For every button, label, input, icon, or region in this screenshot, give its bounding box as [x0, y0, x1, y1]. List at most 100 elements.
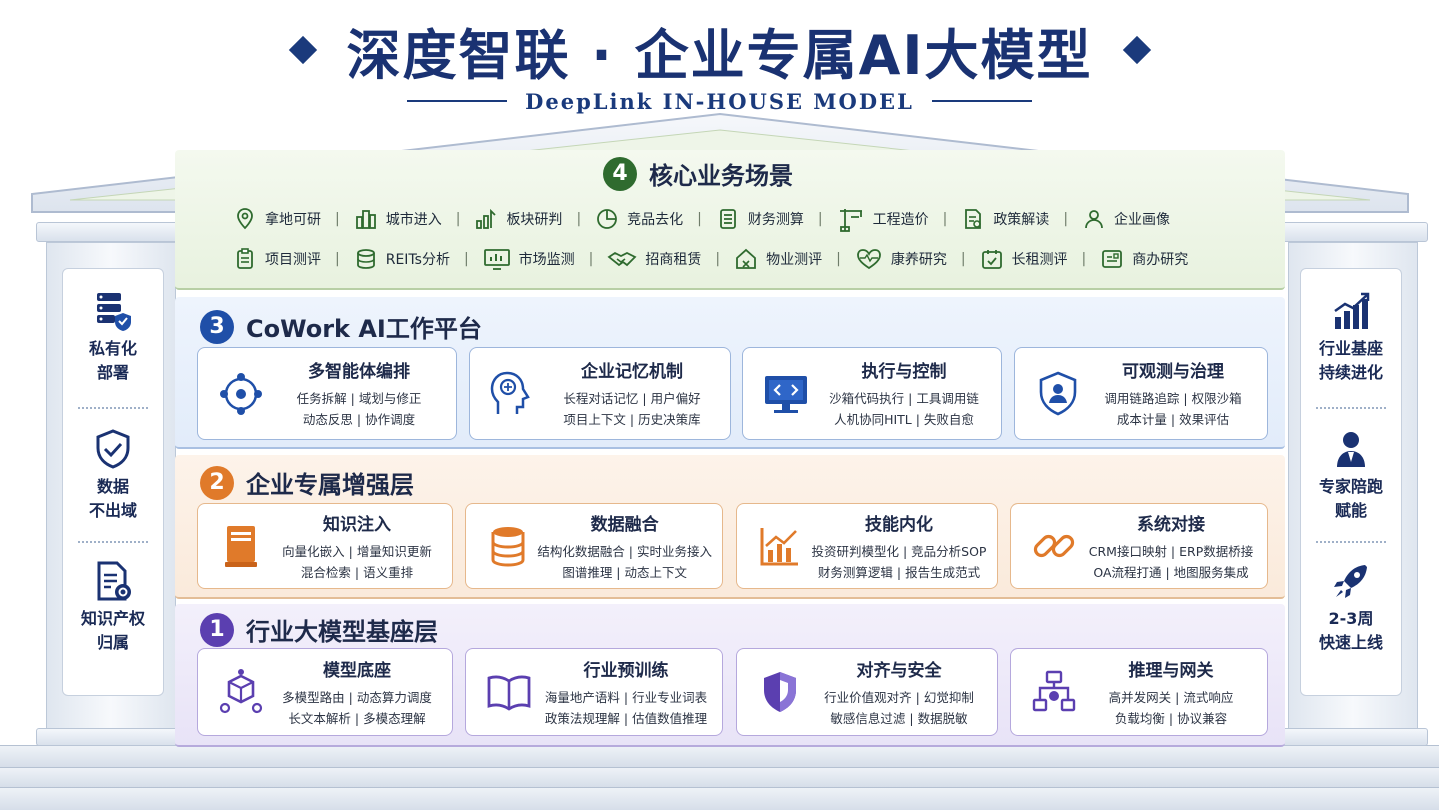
scenario-label: 竞品去化: [627, 212, 684, 228]
card-detail: 敏感信息过滤 | 数据脱敏: [830, 710, 968, 726]
scenario-item[interactable]: 市场监测: [483, 247, 575, 271]
feature-card[interactable]: 模型底座 多模型路由 | 动态算力调度 长文本解析 | 多模态理解: [197, 648, 453, 736]
dotted-divider: [78, 407, 148, 409]
feature-card[interactable]: 对齐与安全 行业价值观对齐 | 幻觉抑制 敏感信息过滤 | 数据脱敏: [736, 648, 998, 736]
feature-card[interactable]: 技能内化 投资研判模型化 | 竞品分析SOP 财务测算逻辑 | 报告生成范式: [736, 503, 998, 589]
feature-card[interactable]: 数据融合 结构化数据融合 | 实时业务接入 图谱推理 | 动态上下文: [465, 503, 723, 589]
layer-cowork-platform: 3 CoWork AI工作平台 多智能体编排 任务拆解 | 域划与修正 动态反思…: [175, 297, 1285, 449]
card-detail: 长文本解析 | 多模态理解: [288, 710, 426, 726]
scenario-item[interactable]: 财务测算: [716, 207, 804, 231]
base-step: [0, 767, 1439, 787]
scenario-label: 项目测评: [265, 252, 321, 268]
scenario-row: 项目测评 | REITs分析 | 市场监测 | 招商租赁 | 物业测评 | 康养…: [233, 247, 1188, 271]
brain-head-icon: [490, 371, 530, 414]
left-pillar-item: 数据 不出域: [63, 427, 163, 523]
layer-number-badge: 1: [200, 612, 234, 647]
subtitle-bar: DeepLink IN-HOUSE MODEL: [0, 86, 1439, 116]
feature-card[interactable]: 执行与控制 沙箱代码执行 | 工具调用链 人机协同HITL | 失败自愈: [742, 347, 1002, 440]
multi-agent-icon: [220, 372, 262, 415]
card-detail: 人机协同HITL | 失败自愈: [834, 412, 974, 427]
card-title: 行业预训练: [583, 660, 669, 681]
growth-chart-icon: [1334, 292, 1370, 329]
scenario-item[interactable]: 商办研究: [1100, 247, 1188, 271]
layer-title-text: 核心业务场景: [649, 162, 793, 190]
scenario-item[interactable]: 招商租赁: [607, 247, 701, 271]
scenario-item[interactable]: 板块研判: [474, 207, 562, 231]
feature-card[interactable]: 推理与网关 高并发网关 | 流式响应 负载均衡 | 协议兼容: [1010, 648, 1268, 736]
left-pillar-item: 私有化 部署: [63, 289, 163, 385]
feature-card[interactable]: 行业预训练 海量地产语料 | 行业专业词表 政策法规理解 | 估值数值推理: [465, 648, 723, 736]
scenario-item[interactable]: 政策解读: [961, 207, 1049, 231]
scenario-label: 拿地可研: [265, 212, 321, 228]
dotted-divider: [1316, 407, 1386, 409]
right-pillar-base: [1278, 728, 1428, 746]
card-detail: OA流程打通 | 地图服务集成: [1093, 564, 1249, 580]
card-title: 执行与控制: [861, 362, 947, 382]
scenario-item[interactable]: 项目测评: [233, 247, 321, 271]
card-title: 模型底座: [323, 660, 391, 681]
pie-chart-icon: [597, 209, 618, 229]
separator: |: [588, 251, 594, 267]
feature-card[interactable]: 系统对接 CRM接口映射 | ERP数据桥接 OA流程打通 | 地图服务集成: [1010, 503, 1268, 589]
separator: |: [697, 211, 702, 227]
divider-line: [407, 100, 508, 102]
calculator-icon: [719, 209, 736, 229]
card-detail: 长程对话记忆 | 用户偏好: [563, 391, 701, 406]
office-doc-icon: [1102, 250, 1123, 268]
dotted-divider: [1316, 541, 1386, 543]
coin-stack-icon: [356, 249, 375, 269]
card-detail: 动态反思 | 协作调度: [302, 412, 416, 427]
feature-card[interactable]: 可观测与治理 调用链路追踪 | 权限沙箱 成本计量 | 效果评估: [1014, 347, 1268, 440]
right-pillar-label: 行业基座 持续进化: [1318, 339, 1383, 382]
link-icon: [1033, 534, 1075, 558]
server-shield-icon: [97, 293, 131, 331]
card-detail: 高并发网关 | 流式响应: [1108, 689, 1234, 705]
feature-card[interactable]: 多智能体编排 任务拆解 | 域划与修正 动态反思 | 协作调度: [197, 347, 457, 440]
separator: |: [1081, 251, 1087, 267]
card-detail: 向量化嵌入 | 增量知识更新: [282, 543, 432, 559]
code-monitor-icon: [765, 375, 807, 413]
scenario-item[interactable]: 企业画像: [1082, 207, 1170, 231]
left-pillar-label: 数据 不出域: [88, 477, 137, 520]
card-detail: CRM接口映射 | ERP数据桥接: [1088, 543, 1254, 559]
scenario-label: 工程造价: [872, 212, 929, 228]
layer-industry-foundation: 1 行业大模型基座层 模型底座 多模型路由 | 动态算力调度 长文本解析 | 多…: [175, 604, 1285, 747]
scenario-item[interactable]: 长租测评: [980, 247, 1068, 271]
card-title: 可观测与治理: [1122, 362, 1224, 382]
page-title: 深度智联 · 企业专属AI大模型: [346, 23, 1093, 87]
card-detail: 项目上下文 | 历史决策库: [563, 412, 701, 427]
crane-icon: [839, 209, 862, 232]
scenario-item[interactable]: 工程造价: [837, 205, 929, 233]
scenario-label: REITs分析: [385, 252, 450, 268]
scenario-item[interactable]: 竞品去化: [595, 207, 683, 231]
separator: |: [335, 211, 340, 227]
user-profile-icon: [1085, 210, 1103, 229]
card-detail: 投资研判模型化 | 竞品分析SOP: [811, 543, 987, 559]
card-title: 技能内化: [865, 514, 933, 535]
layer-title: 3 CoWork AI工作平台: [200, 309, 482, 344]
scenario-item[interactable]: REITs分析: [354, 247, 450, 271]
layer-title: 2 企业专属增强层: [200, 465, 414, 500]
shield-check-icon: [96, 429, 130, 469]
right-pillar-item: 专家陪跑 赋能: [1301, 427, 1401, 523]
monitor-chart-icon: [483, 249, 510, 270]
card-detail: 沙箱代码执行 | 工具调用链: [829, 391, 979, 406]
document-badge-icon: [97, 561, 131, 601]
feature-card[interactable]: 知识注入 向量化嵌入 | 增量知识更新 混合检索 | 语义重排: [197, 503, 453, 589]
scenario-row: 拿地可研 | 城市进入 | 板块研判 | 竞品去化 | 财务测算 | 工程造价 …: [233, 205, 1170, 233]
cube-network-icon: [219, 669, 263, 714]
rocket-icon: [1334, 565, 1367, 598]
scenario-item[interactable]: 物业测评: [734, 247, 822, 271]
right-pillar-cap: [1278, 222, 1428, 242]
gateway-network-icon: [1032, 670, 1076, 712]
base-step: [0, 745, 1439, 767]
card-detail: 调用链路追踪 | 权限沙箱: [1104, 391, 1242, 406]
card-title: 推理与网关: [1128, 660, 1214, 681]
feature-card[interactable]: 企业记忆机制 长程对话记忆 | 用户偏好 项目上下文 | 历史决策库: [469, 347, 731, 440]
scenario-item[interactable]: 城市进入: [354, 207, 442, 231]
card-title: 多智能体编排: [308, 362, 410, 382]
scenario-item[interactable]: 康养研究: [855, 247, 947, 271]
trend-chart-icon: [760, 528, 798, 566]
scenario-item[interactable]: 拿地可研: [233, 207, 321, 231]
card-title: 知识注入: [323, 514, 391, 535]
